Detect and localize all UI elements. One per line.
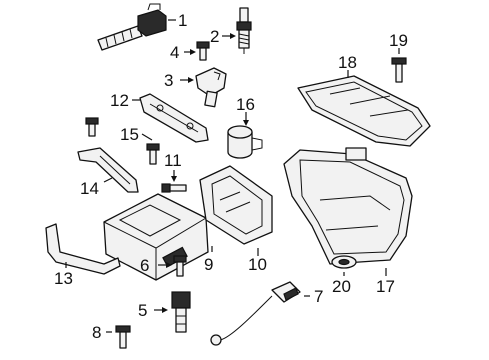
airbox-housing-part bbox=[283, 147, 413, 265]
callout-18: 18 bbox=[338, 53, 357, 72]
grommet-part bbox=[331, 255, 357, 269]
callout-15: 15 bbox=[120, 125, 139, 144]
bracket-part-14 bbox=[77, 147, 139, 193]
bracket-part-13 bbox=[45, 223, 121, 275]
bolt-part-19 bbox=[391, 57, 407, 83]
ignition-coil-part bbox=[97, 3, 167, 51]
callout-10: 10 bbox=[248, 255, 267, 274]
camshaft-sensor-part bbox=[171, 291, 191, 333]
bolt-part-6 bbox=[173, 255, 187, 277]
callout-7: 7 bbox=[314, 287, 323, 306]
map-sensor-part bbox=[195, 67, 227, 108]
airbox-cover-part bbox=[297, 75, 431, 147]
bolt-part-11 bbox=[161, 183, 187, 193]
bolt-part-8 bbox=[115, 325, 131, 349]
knock-sensor-part bbox=[210, 281, 301, 346]
bolt-part-15b bbox=[85, 117, 99, 137]
spark-plug-part bbox=[236, 7, 252, 54]
bolt-part-4 bbox=[196, 41, 210, 61]
ecu-housing-part bbox=[199, 165, 273, 245]
callout-6: 6 bbox=[140, 256, 149, 275]
callout-11: 11 bbox=[164, 151, 182, 170]
callout-16: 16 bbox=[236, 95, 255, 114]
ecu-part bbox=[103, 193, 209, 281]
callout-12: 12 bbox=[110, 91, 129, 110]
bolt-part-15 bbox=[146, 143, 160, 165]
relay-part bbox=[227, 125, 263, 159]
callout-14: 14 bbox=[80, 179, 99, 198]
callout-13: 13 bbox=[54, 269, 73, 288]
callout-4: 4 bbox=[170, 43, 179, 62]
callout-5: 5 bbox=[138, 301, 147, 320]
callout-20: 20 bbox=[332, 277, 351, 296]
callout-1: 1 bbox=[178, 11, 187, 30]
bracket-part-12 bbox=[139, 93, 209, 143]
callout-2: 2 bbox=[210, 27, 219, 46]
callout-3: 3 bbox=[164, 71, 173, 90]
callout-19: 19 bbox=[389, 31, 408, 50]
callout-8: 8 bbox=[92, 323, 101, 342]
callout-17: 17 bbox=[376, 277, 395, 296]
callout-9: 9 bbox=[204, 255, 213, 274]
